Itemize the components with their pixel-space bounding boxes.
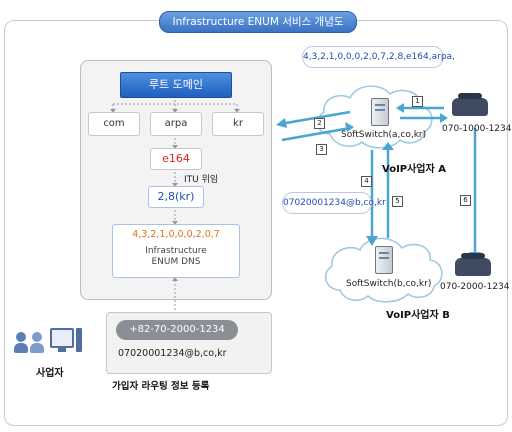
query-domain-bubble: 4,3,2,1,0,0,0,2,0,7,2,8,e164,arpa, [302, 46, 455, 68]
infrastructure-enum-dns-node: 4,3,2,1,0,0,0,2,0,7 Infrastructure ENUM … [112, 224, 240, 278]
users-icon [14, 330, 50, 356]
phone-a-number: 070-1000-1234 [442, 124, 512, 134]
voip-a-label: VoIP사업자 A [382, 164, 446, 175]
kr-country-node: 2,8(kr) [148, 186, 204, 208]
step-number: 6 [460, 195, 471, 206]
tld-kr-node: kr [212, 112, 264, 136]
softswitch-a-server-icon [371, 98, 389, 126]
subscriber-uri-text: 07020001234@b,co,kr [118, 348, 227, 359]
telephone-a-icon [452, 93, 488, 116]
softswitch-b-server-icon [375, 246, 393, 274]
telephone-b-icon [455, 253, 491, 276]
operator-label: 사업자 [36, 368, 64, 379]
uri-result-bubble: 07020001234@b,co,kr [282, 192, 386, 214]
step-number: 4 [361, 176, 372, 187]
root-domain-node: 루트 도메인 [120, 72, 232, 98]
tld-arpa-node: arpa [150, 112, 202, 136]
tld-com-node: com [88, 112, 140, 136]
phone-b-number: 070-2000-1234 [440, 282, 510, 292]
voip-b-label: VoIP사업자 B [386, 310, 450, 321]
softswitch-a-label: SoftSwitch(a,co,kr) [341, 130, 427, 140]
e164-node: e164 [150, 148, 202, 170]
step-number: 5 [392, 196, 403, 207]
diagram-title: Infrastructure ENUM 서비스 개념도 [159, 11, 357, 33]
infra-dns-label: Infrastructure ENUM DNS [145, 246, 207, 267]
subscriber-phone-pill: +82-70-2000-1234 [116, 320, 238, 340]
computer-icon [50, 328, 84, 358]
softswitch-b-label: SoftSwitch(b,co,kr) [346, 279, 432, 289]
registration-caption: 가입자 라우팅 정보 등록 [112, 381, 210, 392]
step-number: 2 [314, 118, 325, 129]
step-number: 3 [316, 144, 327, 155]
step-number: 1 [412, 96, 423, 107]
infra-domain-text: 4,3,2,1,0,0,0,2,0,7 [132, 229, 220, 240]
itu-delegation-label: ITU 위임 [184, 175, 219, 185]
